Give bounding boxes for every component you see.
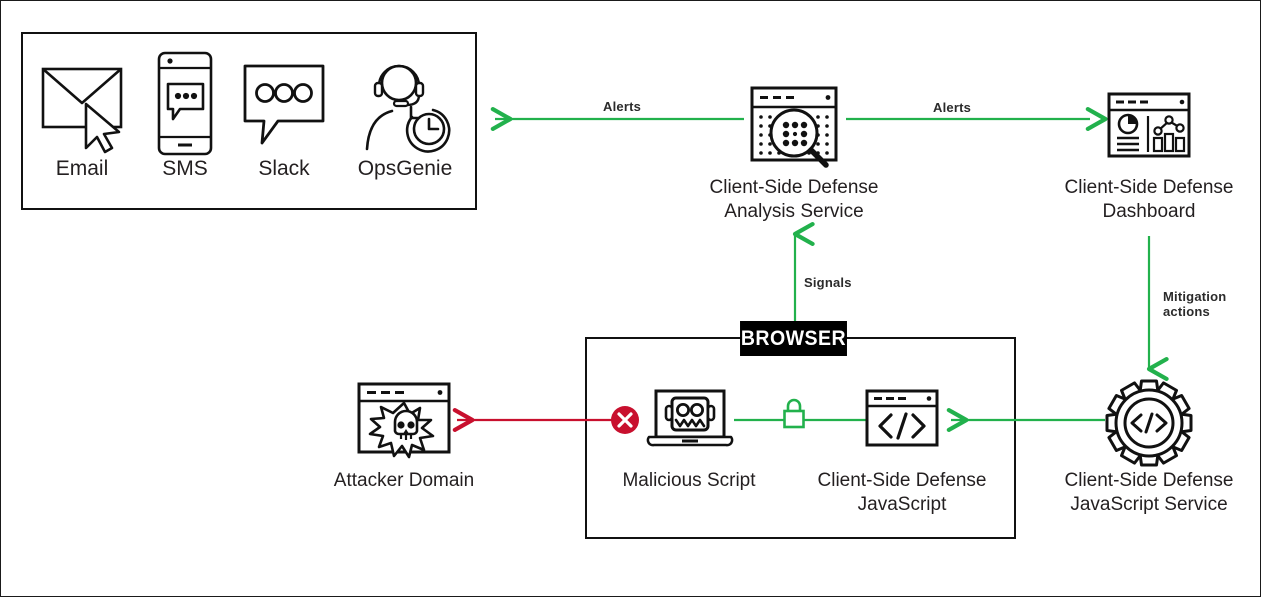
phone-message-icon <box>157 51 213 156</box>
browser-boundary-label: BROWSER <box>740 321 847 356</box>
email-channel-label: Email <box>55 157 109 180</box>
slack-channel-label: Slack <box>258 157 310 180</box>
sms-channel[interactable] <box>157 51 213 156</box>
dashboard-label: Client-Side Defense Dashboard <box>1064 177 1234 222</box>
mitigation-actions-label: Mitigation actions <box>1163 289 1227 319</box>
support-agent-clock-icon <box>365 64 451 153</box>
dashboard-node[interactable] <box>1107 92 1191 158</box>
alerts-right-label: Alerts <box>933 100 972 115</box>
analysis-service-label: Client-Side Defense Analysis Service <box>709 177 879 222</box>
opsgenie-channel-label: OpsGenie <box>357 157 453 180</box>
attacker-domain-label: Attacker Domain <box>333 470 475 491</box>
mitigation-actions-arrow <box>1146 236 1169 381</box>
alerts-left-arrow <box>490 107 744 131</box>
csd-javascript-label: Client-Side Defense JavaScript <box>817 470 987 515</box>
browser-code-icon <box>865 389 939 447</box>
lock-icon <box>783 398 805 429</box>
csd-javascript-service-node[interactable] <box>1105 379 1193 467</box>
email-channel[interactable] <box>39 51 125 156</box>
attacker-domain-node[interactable] <box>357 382 451 459</box>
browser-charts-icon <box>1107 92 1191 158</box>
blocked-exfiltration-arrow <box>452 408 621 432</box>
malicious-script-node[interactable] <box>645 389 735 451</box>
laptop-bot-icon <box>646 389 734 447</box>
csd-javascript-node[interactable] <box>865 389 939 447</box>
signals-label: Signals <box>804 275 852 290</box>
analysis-service-node[interactable] <box>749 85 841 173</box>
malicious-script-label: Malicious Script <box>622 470 756 491</box>
signals-arrow <box>792 222 815 323</box>
envelope-cursor-icon <box>41 67 123 154</box>
speech-bubble-dots-icon <box>243 64 325 145</box>
alerts-right-arrow <box>846 107 1108 131</box>
js-delivery-arrow <box>946 408 1105 432</box>
sms-channel-label: SMS <box>162 157 208 180</box>
alerts-left-label: Alerts <box>603 99 642 114</box>
browser-magnifier-icon <box>750 86 838 168</box>
gear-code-icon <box>1105 379 1193 467</box>
notification-channels-panel <box>21 32 477 210</box>
opsgenie-channel[interactable] <box>359 57 455 157</box>
browser-skull-icon <box>357 382 451 459</box>
slack-channel[interactable] <box>242 63 326 148</box>
blocked-x-icon <box>611 406 639 434</box>
csd-javascript-service-label: Client-Side Defense JavaScript Service <box>1064 470 1234 515</box>
